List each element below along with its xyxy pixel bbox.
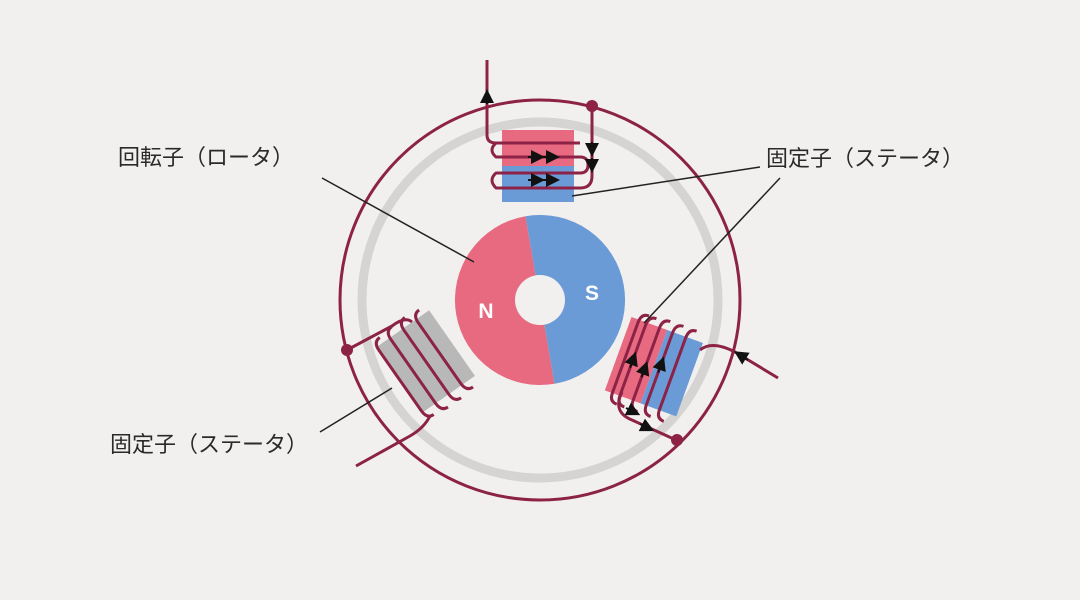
arrow-lr-lead <box>734 351 750 365</box>
rotor-south-half <box>525 214 626 384</box>
arrow-lr-out-1 <box>624 402 641 416</box>
outer-wire-ring <box>338 98 742 502</box>
junction-dot-top <box>586 100 598 112</box>
arrow-lr-1 <box>624 351 638 368</box>
leader-stator-lower-left <box>319 387 393 433</box>
stator-lower-left <box>374 308 475 418</box>
stator-top-right-label: 固定子（ステータ） <box>766 147 964 172</box>
arrow-lr-2 <box>636 361 650 378</box>
rotor-shaft-hole <box>515 275 565 325</box>
rotor-label: 回転子（ロータ） <box>118 146 294 171</box>
rotor-south-label: S <box>585 282 599 305</box>
stator-bottom-left-label: 固定子（ステータ） <box>110 433 308 458</box>
leader-rotor <box>321 177 475 263</box>
rotor-north-label: N <box>478 300 493 323</box>
rotor: N S <box>454 214 626 386</box>
inner-housing-ring <box>357 117 723 483</box>
stator-top-north-face <box>502 130 574 166</box>
arrow-lr-3 <box>652 356 666 373</box>
junction-dot-left <box>341 344 353 356</box>
stator-top <box>480 60 599 202</box>
rotor-north-half <box>454 216 555 386</box>
stator-lr-lead-out <box>617 391 677 442</box>
stator-lower-right <box>604 313 703 423</box>
leader-stator-lower-right <box>643 177 781 324</box>
leader-stator-top <box>571 166 761 197</box>
stator-ll-lead-out <box>355 415 432 468</box>
arrow-lr-out-2 <box>638 418 655 432</box>
stator-ll-coil <box>374 308 474 418</box>
stator-top-coil <box>485 60 594 190</box>
stator-ll-lead-in <box>346 318 413 352</box>
stator-top-south-face <box>502 166 574 202</box>
junction-dot-lower-right <box>671 434 683 446</box>
